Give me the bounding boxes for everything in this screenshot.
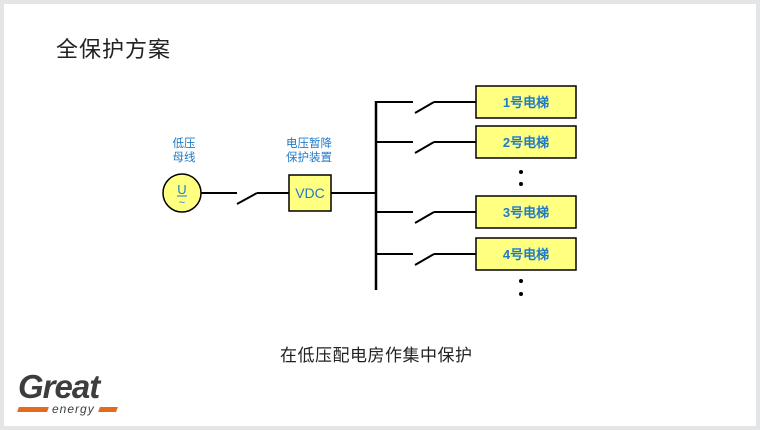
source-label-line2: 母线 [172,150,196,164]
load-label: 1号电梯 [503,95,549,110]
slide-caption: 在低压配电房作集中保护 [280,346,473,366]
branch-switch [414,253,435,266]
source-label-line1: 低压 [172,136,196,150]
ellipsis-dot [519,292,523,296]
logo-word: Great [18,368,100,405]
device-label-line1: 电压暂降 [286,136,332,150]
branch-switch [414,141,435,154]
branch-switch [414,211,435,224]
load-label: 4号电梯 [503,247,549,262]
slide [4,4,756,426]
device-label: 电压暂降 保护装置 [278,136,340,164]
source-symbol: U [177,182,186,197]
voltage-source: U ~ [162,173,202,213]
load-box [475,195,577,229]
ellipsis-dot [519,170,523,174]
source-label: 低压 母线 [166,136,202,164]
logo-sub: energy [52,402,95,416]
vdc-label: VDC [295,185,325,201]
ellipsis-dot [519,182,523,186]
load-branch: 2号电梯 [376,125,577,159]
load-label: 2号电梯 [503,135,549,150]
load-box [475,237,577,271]
load-box [475,125,577,159]
ellipsis-dot [519,279,523,283]
logo-sub-row: energy [17,402,118,416]
vdc-device: VDC [288,174,332,212]
load-branch: 4号电梯 [376,237,577,271]
company-logo: Great energy [17,368,118,416]
main-switch [236,192,258,205]
logo-bar-right [97,406,118,412]
slide-title: 全保护方案 [56,38,172,63]
load-box [475,85,577,119]
branch-switch [414,101,435,114]
load-branch: 1号电梯 [376,85,577,119]
vdc-box [288,174,332,212]
logo-bar-left [17,406,49,412]
load-branch: 3号电梯 [376,195,577,229]
load-label: 3号电梯 [503,205,549,220]
source-symbol-sub: ~ [179,197,185,209]
device-label-line2: 保护装置 [286,150,332,164]
